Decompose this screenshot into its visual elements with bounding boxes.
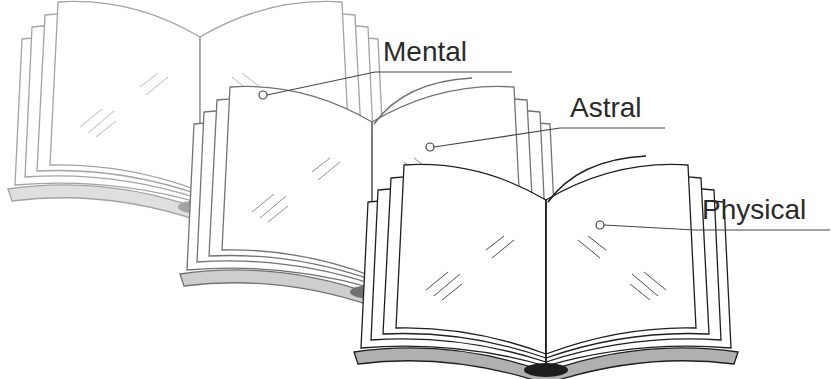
- leader-line: [267, 72, 512, 95]
- leader-dot: [596, 221, 604, 229]
- leader-line: [604, 225, 830, 230]
- turning-page: [548, 156, 646, 202]
- leader-dot: [426, 143, 434, 151]
- book-drawing: [354, 164, 738, 379]
- plane-label: Physical: [702, 194, 806, 226]
- leader-lines: [267, 72, 830, 230]
- leader-line: [434, 128, 665, 147]
- physical-book: [354, 156, 738, 379]
- turning-page: [374, 78, 472, 124]
- leader-dots: [259, 91, 604, 229]
- plane-label: Mental: [383, 36, 467, 68]
- plane-label: Astral: [570, 92, 642, 124]
- leader-dot: [259, 91, 267, 99]
